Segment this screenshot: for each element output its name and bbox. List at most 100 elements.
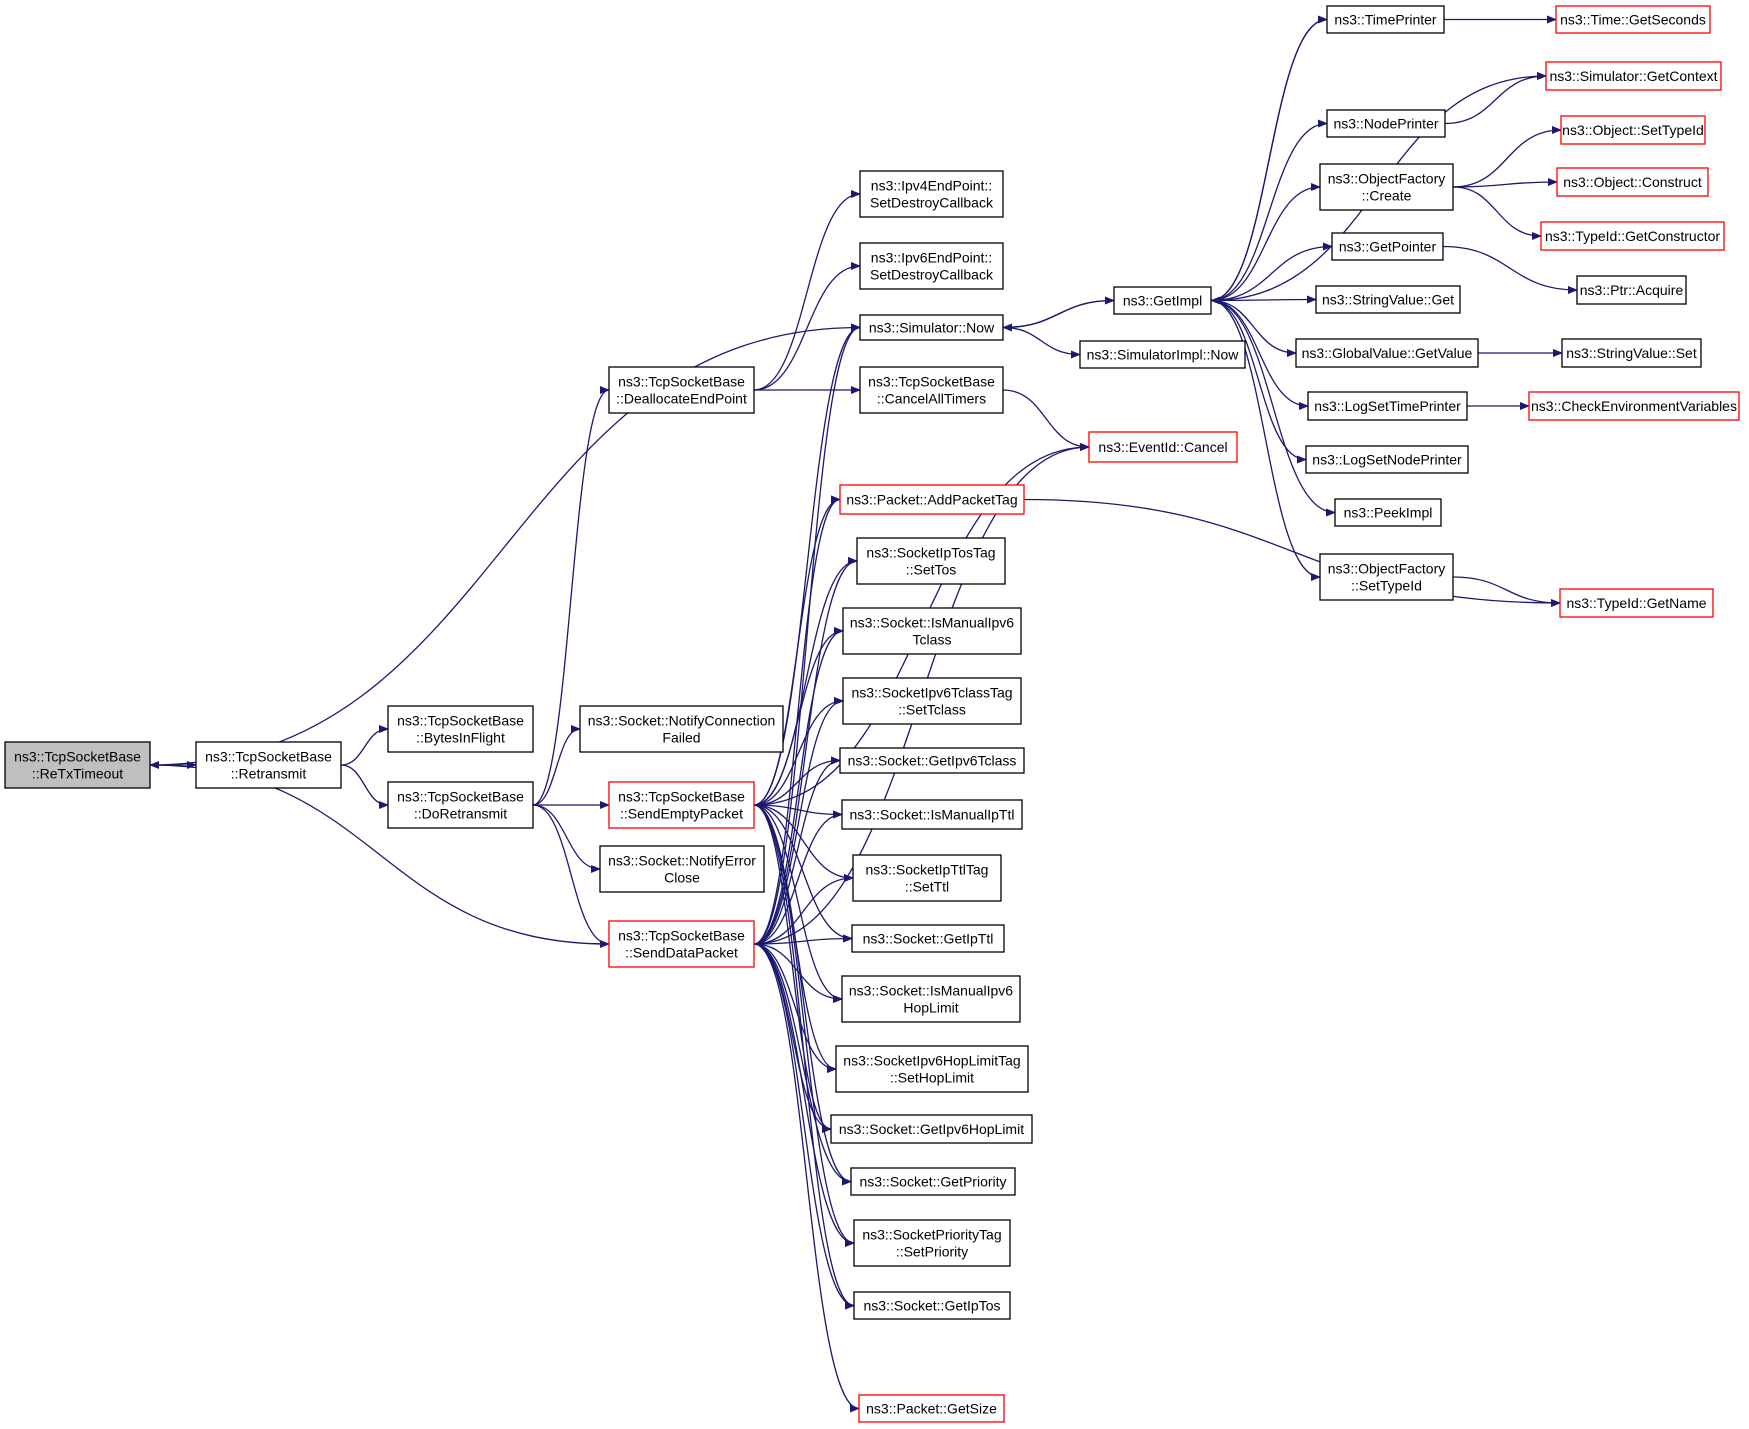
node-label: Tclass: [913, 632, 952, 648]
node-box: [842, 677, 1022, 725]
node-label: ns3::Socket::IsManualIpTtl: [850, 807, 1015, 823]
node-getpointer[interactable]: ns3::GetPointer: [1331, 232, 1444, 261]
node-label: ns3::Socket::IsManualIpv6: [849, 983, 1013, 999]
node-box: [195, 741, 342, 789]
node-box: [387, 705, 534, 753]
node-setprio[interactable]: ns3::SocketPriorityTag::SetPriority: [853, 1219, 1011, 1267]
node-doretransmit[interactable]: ns3::TcpSocketBase::DoRetransmit: [387, 781, 534, 829]
node-box: [1559, 588, 1714, 618]
node-ipv4ep[interactable]: ns3::Ipv4EndPoint::SetDestroyCallback: [859, 170, 1004, 218]
node-getv6tc[interactable]: ns3::Socket::GetIpv6Tclass: [839, 747, 1025, 774]
node-senddata[interactable]: ns3::TcpSocketBase::SendDataPacket: [608, 920, 755, 968]
node-nodeprinter[interactable]: ns3::NodePrinter: [1326, 109, 1446, 138]
edge-cancelall-to-evcancel: [1002, 389, 1090, 451]
node-box: [1307, 391, 1468, 421]
node-strset[interactable]: ns3::StringValue::Set: [1561, 338, 1702, 368]
node-box: [1315, 285, 1461, 314]
node-gvgetvalue[interactable]: ns3::GlobalValue::GetValue: [1295, 338, 1479, 368]
node-label: ::SendEmptyPacket: [620, 806, 743, 822]
node-sethoplimit[interactable]: ns3::SocketIpv6HopLimitTag::SetHopLimit: [835, 1045, 1029, 1093]
node-getsize[interactable]: ns3::Packet::GetSize: [858, 1394, 1005, 1423]
node-getv6hl[interactable]: ns3::Socket::GetIpv6HopLimit: [830, 1114, 1033, 1144]
node-objconstruct[interactable]: ns3::Object::Construct: [1556, 167, 1709, 197]
node-label: ns3::StringValue::Set: [1566, 345, 1697, 361]
node-checkenv[interactable]: ns3::CheckEnvironmentVariables: [1528, 391, 1740, 421]
node-label: ::SetTclass: [898, 702, 966, 718]
node-getprio[interactable]: ns3::Socket::GetPriority: [850, 1167, 1016, 1196]
node-simgetctx[interactable]: ns3::Simulator::GetContext: [1545, 61, 1722, 91]
node-label: ns3::Object::SetTypeId: [1562, 122, 1704, 138]
node-label: Failed: [662, 730, 700, 746]
edge-sendempty-to-ismanv6hl: [753, 804, 843, 1003]
node-logsettime[interactable]: ns3::LogSetTimePrinter: [1307, 391, 1468, 421]
node-label: ns3::Object::Construct: [1563, 174, 1702, 190]
edge-ofsettypeid-to-typeidgetname: [1452, 576, 1561, 607]
node-objsettypeid[interactable]: ns3::Object::SetTypeId: [1560, 115, 1706, 145]
node-ofcreate[interactable]: ns3::ObjectFactory::Create: [1319, 163, 1454, 211]
node-ismanttl[interactable]: ns3::Socket::IsManualIpTtl: [841, 799, 1023, 830]
edge-getimpl-to-ofcreate: [1210, 183, 1321, 302]
node-strget[interactable]: ns3::StringValue::Get: [1315, 285, 1461, 314]
node-label: ns3::TcpSocketBase: [205, 749, 332, 765]
node-getiptos[interactable]: ns3::Socket::GetIpTos: [853, 1291, 1011, 1320]
node-peekimpl[interactable]: ns3::PeekImpl: [1334, 498, 1442, 527]
node-setttl[interactable]: ns3::SocketIpTtlTag::SetTtl: [852, 854, 1002, 902]
edge-retransmit-to-doretransmit: [340, 764, 389, 809]
node-box: [387, 781, 534, 829]
node-dealloc[interactable]: ns3::TcpSocketBase::DeallocateEndPoint: [608, 366, 755, 414]
node-settos[interactable]: ns3::SocketIpTosTag::SetTos: [856, 537, 1006, 585]
node-label: ns3::Socket::GetIpv6Tclass: [848, 753, 1017, 769]
edge-senddata-to-getv6tc: [753, 756, 841, 945]
node-getipttl[interactable]: ns3::Socket::GetIpTtl: [851, 924, 1005, 953]
node-settclass[interactable]: ns3::SocketIpv6TclassTag::SetTclass: [842, 677, 1022, 725]
node-simimplnow[interactable]: ns3::SimulatorImpl::Now: [1079, 340, 1246, 369]
edge-ofcreate-to-objsettypeid: [1452, 126, 1562, 188]
node-box: [1561, 338, 1702, 368]
node-label: ns3::Ipv4EndPoint::: [871, 178, 992, 194]
node-sendempty[interactable]: ns3::TcpSocketBase::SendEmptyPacket: [608, 781, 755, 829]
node-logsetnode[interactable]: ns3::LogSetNodePrinter: [1305, 445, 1469, 474]
node-label: ::Retransmit: [231, 766, 307, 782]
node-addtag[interactable]: ns3::Packet::AddPacketTag: [839, 484, 1025, 515]
node-label: ns3::Packet::GetSize: [866, 1401, 997, 1417]
edge-getimpl-to-getpointer: [1210, 242, 1333, 302]
node-box: [839, 484, 1025, 515]
edge-senddata-to-setttl: [753, 874, 854, 945]
node-ptracquire[interactable]: ns3::Ptr::Acquire: [1576, 275, 1687, 305]
node-box: [1319, 163, 1454, 211]
edge-timeprinter-to-getimpl: [1210, 18, 1328, 305]
node-box: [858, 1394, 1005, 1423]
node-box: [1113, 286, 1212, 315]
edge-addtag-to-typeidgetname: [1023, 498, 1561, 607]
node-timegetsec[interactable]: ns3::Time::GetSeconds: [1555, 5, 1711, 34]
edge-senddata-to-getsize: [753, 943, 860, 1413]
node-cancelall[interactable]: ns3::TcpSocketBase::CancelAllTimers: [859, 366, 1004, 414]
node-box: [1079, 340, 1246, 369]
node-simnow[interactable]: ns3::Simulator::Now: [859, 314, 1004, 341]
node-box: [1295, 338, 1479, 368]
node-label: ns3::SocketIpv6TclassTag: [851, 685, 1012, 701]
node-timeprinter[interactable]: ns3::TimePrinter: [1326, 5, 1445, 34]
node-box: [841, 799, 1023, 830]
node-typeidgetname[interactable]: ns3::TypeId::GetName: [1559, 588, 1714, 618]
node-box: [853, 1291, 1011, 1320]
edge-getimpl-to-logsetnode: [1210, 299, 1307, 464]
node-getimpl[interactable]: ns3::GetImpl: [1113, 286, 1212, 315]
node-bytesinflight[interactable]: ns3::TcpSocketBase::BytesInFlight: [387, 705, 534, 753]
node-box: [859, 366, 1004, 414]
node-typeidgetctor[interactable]: ns3::TypeId::GetConstructor: [1540, 221, 1725, 251]
node-ipv6ep[interactable]: ns3::Ipv6EndPoint::SetDestroyCallback: [859, 242, 1004, 290]
node-box: [1576, 275, 1687, 305]
node-label: ns3::GetPointer: [1339, 239, 1437, 255]
node-label: ::SetPriority: [896, 1244, 968, 1260]
node-label: ::Create: [1362, 188, 1412, 204]
node-retx[interactable]: ns3::TcpSocketBase::ReTxTimeout: [4, 741, 151, 789]
node-evcancel[interactable]: ns3::EventId::Cancel: [1088, 431, 1238, 463]
node-retransmit[interactable]: ns3::TcpSocketBase::Retransmit: [195, 741, 342, 789]
node-ofsettypeid[interactable]: ns3::ObjectFactory::SetTypeId: [1319, 553, 1454, 601]
node-box: [1305, 445, 1469, 474]
